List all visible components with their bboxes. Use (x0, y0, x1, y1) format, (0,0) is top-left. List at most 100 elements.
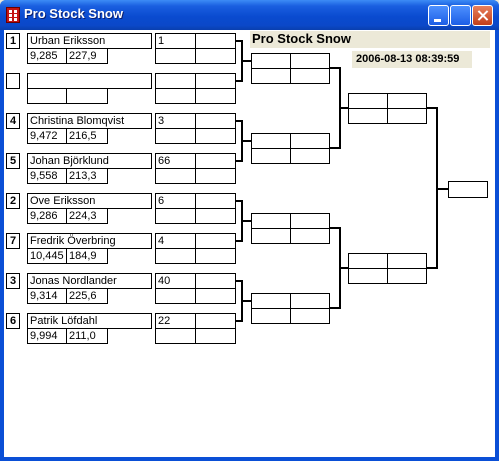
entrant-et[interactable] (27, 88, 67, 104)
lane-value[interactable]: 66 (155, 153, 196, 169)
quarterfinal-box-cell[interactable] (290, 133, 330, 149)
quarterfinal-box-cell[interactable] (251, 228, 291, 244)
result-cell[interactable] (195, 313, 236, 329)
semifinal-box-cell[interactable] (348, 268, 388, 284)
entrant-mph[interactable] (66, 88, 108, 104)
bracket-connector (236, 40, 243, 82)
lane-value[interactable]: 1 (155, 33, 196, 49)
quarterfinal-box-cell[interactable] (251, 213, 291, 229)
app-icon[interactable] (6, 7, 20, 23)
lane-value[interactable]: 40 (155, 273, 196, 289)
seed-number: 6 (6, 313, 20, 329)
entrant-name[interactable]: Fredrik Överbring (27, 233, 152, 249)
result-cell[interactable] (195, 113, 236, 129)
lane-value[interactable]: 6 (155, 193, 196, 209)
lane-value[interactable]: 22 (155, 313, 196, 329)
event-datetime: 2006-08-13 08:39:59 (352, 51, 472, 68)
result-cell[interactable] (195, 193, 236, 209)
bracket-lines (236, 40, 448, 322)
entrant-et[interactable]: 10,445 (27, 248, 67, 264)
entrant-et[interactable]: 9,994 (27, 328, 67, 344)
lane-value[interactable] (155, 73, 196, 89)
quarterfinal-box-cell[interactable] (290, 293, 330, 309)
entrant-et[interactable]: 9,472 (27, 128, 67, 144)
quarterfinal-box-cell[interactable] (251, 68, 291, 84)
semifinal-box-cell[interactable] (348, 108, 388, 124)
quarterfinal-box-cell[interactable] (290, 148, 330, 164)
quarterfinal-box-cell[interactable] (251, 133, 291, 149)
result-cell[interactable] (195, 88, 236, 104)
entrant-mph[interactable]: 184,9 (66, 248, 108, 264)
result-cell[interactable] (155, 128, 196, 144)
result-cell[interactable] (195, 288, 236, 304)
quarterfinal-box-cell[interactable] (290, 308, 330, 324)
entrant-mph[interactable]: 216,5 (66, 128, 108, 144)
result-cell[interactable] (155, 88, 196, 104)
seed-number: 7 (6, 233, 20, 249)
result-cell[interactable] (155, 248, 196, 264)
result-cell[interactable] (195, 248, 236, 264)
result-cell[interactable] (155, 328, 196, 344)
result-cell[interactable] (195, 328, 236, 344)
minimize-button[interactable] (428, 5, 449, 26)
semifinal-box-cell[interactable] (348, 253, 388, 269)
result-cell[interactable] (195, 128, 236, 144)
quarterfinal-box-cell[interactable] (290, 228, 330, 244)
entrant-mph[interactable]: 224,3 (66, 208, 108, 224)
seed-number: 1 (6, 33, 20, 49)
lane-value[interactable]: 3 (155, 113, 196, 129)
entrant-mph[interactable]: 211,0 (66, 328, 108, 344)
entrant-et[interactable]: 9,286 (27, 208, 67, 224)
entrant-et[interactable]: 9,558 (27, 168, 67, 184)
semifinal-box-cell[interactable] (387, 108, 427, 124)
maximize-button[interactable] (450, 5, 471, 26)
result-cell[interactable] (195, 33, 236, 49)
seed-number (6, 73, 20, 89)
entrant-name[interactable]: Ove Eriksson (27, 193, 152, 209)
entrant-name[interactable]: Urban Eriksson (27, 33, 152, 49)
entrant-et[interactable]: 9,285 (27, 48, 67, 64)
bracket-connector (236, 280, 243, 322)
result-cell[interactable] (195, 48, 236, 64)
lane-value[interactable]: 4 (155, 233, 196, 249)
quarterfinal-box-cell[interactable] (251, 293, 291, 309)
result-cell[interactable] (195, 168, 236, 184)
quarterfinal-box-cell[interactable] (251, 53, 291, 69)
entrant-name[interactable]: Johan Björklund (27, 153, 152, 169)
entrant-mph[interactable]: 225,6 (66, 288, 108, 304)
bracket-connector (330, 67, 341, 149)
semifinal-box-cell[interactable] (348, 93, 388, 109)
quarterfinal-box-cell[interactable] (290, 68, 330, 84)
result-cell[interactable] (195, 153, 236, 169)
entrant-name[interactable]: Patrik Löfdahl (27, 313, 152, 329)
result-cell[interactable] (155, 48, 196, 64)
bracket-connector (236, 200, 243, 242)
quarterfinal-box-cell[interactable] (251, 308, 291, 324)
entrant-et[interactable]: 9,314 (27, 288, 67, 304)
title-bar[interactable]: Pro Stock Snow (0, 0, 499, 30)
result-cell[interactable] (155, 168, 196, 184)
entrant-name[interactable] (27, 73, 152, 89)
quarterfinal-box-cell[interactable] (290, 53, 330, 69)
result-cell[interactable] (155, 288, 196, 304)
entrant-mph[interactable]: 227,9 (66, 48, 108, 64)
quarterfinal-box-cell[interactable] (251, 148, 291, 164)
semifinal-box-cell[interactable] (387, 93, 427, 109)
close-button[interactable] (472, 5, 493, 26)
bracket-connector (236, 120, 243, 162)
semifinal-box-cell[interactable] (387, 253, 427, 269)
result-cell[interactable] (155, 208, 196, 224)
result-cell[interactable] (195, 208, 236, 224)
entrant-name[interactable]: Christina Blomqvist (27, 113, 152, 129)
semifinal-box-cell[interactable] (387, 268, 427, 284)
bracket-connector (427, 107, 438, 269)
quarterfinal-box-cell[interactable] (290, 213, 330, 229)
seed-number: 4 (6, 113, 20, 129)
final-box[interactable] (448, 181, 488, 198)
result-cell[interactable] (195, 233, 236, 249)
result-cell[interactable] (195, 73, 236, 89)
entrant-mph[interactable]: 213,3 (66, 168, 108, 184)
result-cell[interactable] (195, 273, 236, 289)
entrant-name[interactable]: Jonas Nordlander (27, 273, 152, 289)
